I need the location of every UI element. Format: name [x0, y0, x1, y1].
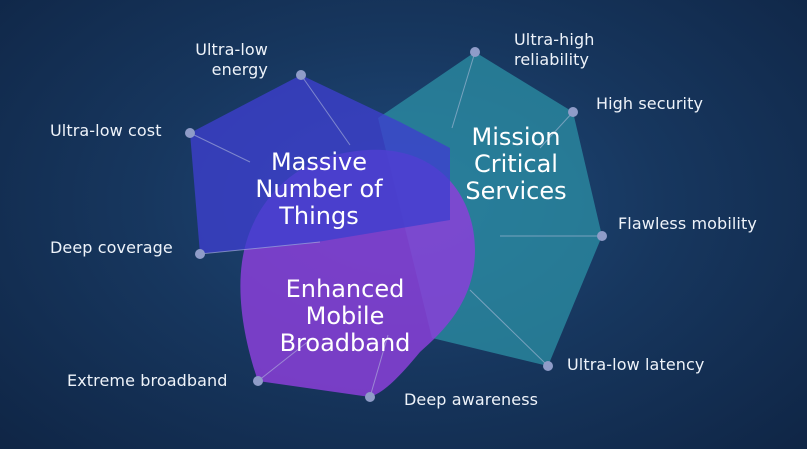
connector-deep-coverage — [199, 241, 321, 255]
node-ultra-low-latency — [543, 361, 553, 371]
title-broadband-line2: Mobile — [305, 302, 385, 330]
connector-ultra-low-energy — [300, 74, 351, 146]
label-deep-coverage: Deep coverage — [50, 238, 173, 257]
title-massive-line2: Number of — [255, 175, 383, 203]
label-ultra-low-latency: Ultra-low latency — [567, 355, 705, 374]
label-ultra-low-energy-line2: energy — [211, 60, 268, 79]
node-flawless-mobility — [597, 231, 607, 241]
node-ultra-high-reliability — [470, 47, 480, 57]
label-flawless-mobility: Flawless mobility — [618, 214, 757, 233]
title-mission-line1: Mission — [471, 123, 561, 151]
connector-ultra-high-reliability — [451, 51, 476, 129]
label-ultra-high-reliability-line2: reliability — [514, 50, 590, 69]
connector-extreme-broadband — [257, 339, 311, 382]
connector-high-security — [539, 111, 574, 149]
label-ultra-high-reliability: Ultra-high reliability — [514, 30, 594, 70]
title-enhanced-broadband: Enhanced Mobile Broadband — [250, 276, 440, 357]
region-massive-things — [190, 75, 450, 254]
label-ultra-low-energy: Ultra-low energy — [170, 40, 268, 80]
title-mission-critical: Mission Critical Services — [436, 124, 596, 205]
title-massive-things: Massive Number of Things — [224, 149, 414, 230]
node-extreme-broadband — [253, 376, 263, 386]
title-massive-line1: Massive — [270, 148, 368, 176]
label-deep-awareness: Deep awareness — [404, 390, 539, 409]
node-deep-awareness — [365, 392, 375, 402]
node-ultra-low-energy — [296, 70, 306, 80]
label-high-security: High security — [596, 94, 704, 113]
title-broadband-line1: Enhanced — [285, 275, 405, 303]
node-high-security — [568, 107, 578, 117]
node-deep-coverage — [195, 249, 205, 259]
label-ultra-high-reliability-line1: Ultra-high — [514, 30, 595, 49]
title-broadband-line3: Broadband — [279, 329, 411, 357]
connector-ultra-low-latency — [469, 289, 549, 367]
title-mission-line2: Critical — [474, 150, 558, 178]
title-mission-line3: Services — [465, 177, 567, 205]
label-ultra-low-cost: Ultra-low cost — [50, 121, 162, 140]
label-extreme-broadband: Extreme broadband — [67, 371, 228, 390]
connector-ultra-low-cost — [189, 132, 251, 163]
title-massive-line3: Things — [279, 202, 359, 230]
connector-deep-awareness — [369, 334, 389, 398]
label-ultra-low-energy-line1: Ultra-low — [195, 40, 268, 59]
node-ultra-low-cost — [185, 128, 195, 138]
